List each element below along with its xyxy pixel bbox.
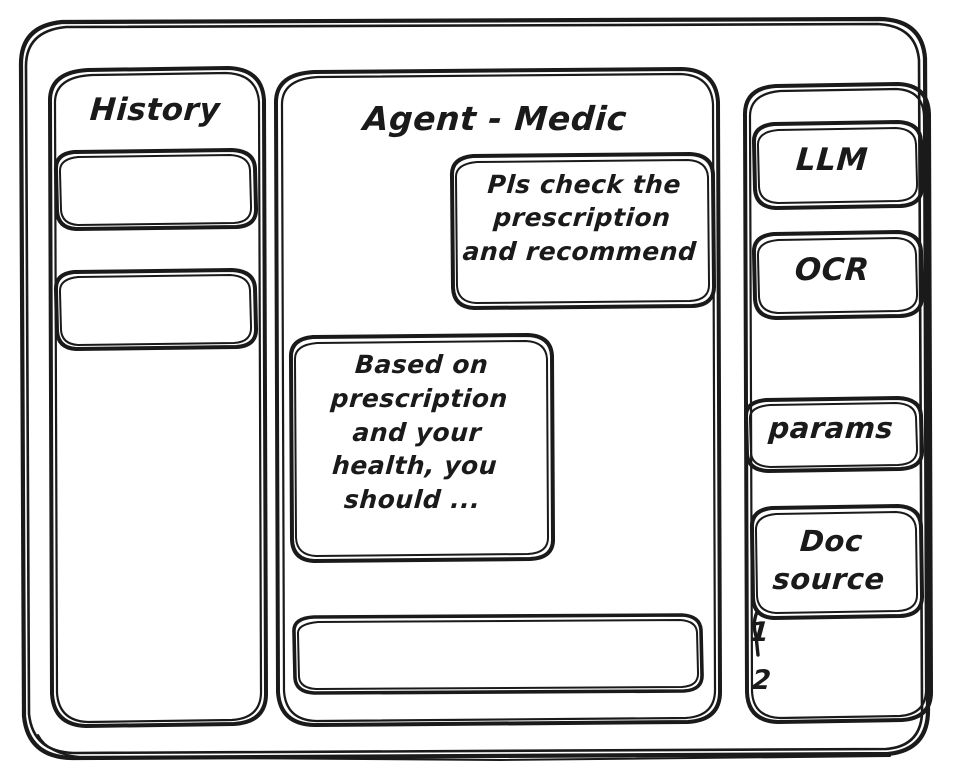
doc-source-item-2[interactable]: 2 bbox=[750, 665, 773, 696]
tool-card-ocr[interactable] bbox=[753, 233, 923, 319]
doc-source-connector bbox=[752, 610, 760, 657]
window-frame-outline bbox=[18, 16, 931, 761]
tool-card-doc-source[interactable] bbox=[751, 507, 923, 619]
history-item-1[interactable] bbox=[56, 152, 256, 230]
assistant-message-bubble-outline bbox=[288, 333, 556, 563]
history-item-2[interactable] bbox=[56, 272, 256, 350]
composer-input-outline bbox=[292, 613, 704, 695]
tool-card-ocr-outline bbox=[751, 230, 925, 320]
doc-source-item-1[interactable]: 1 bbox=[748, 617, 771, 648]
user-message-bubble-outline bbox=[449, 152, 717, 310]
tool-card-params-outline bbox=[743, 396, 925, 473]
assistant-message-bubble bbox=[290, 336, 554, 562]
user-message-bubble bbox=[452, 155, 714, 309]
agent-panel-outline bbox=[273, 67, 723, 727]
composer-input[interactable] bbox=[293, 616, 703, 694]
tool-card-llm-outline bbox=[751, 120, 925, 210]
tool-card-params[interactable] bbox=[745, 399, 923, 472]
history-item-2-outline bbox=[53, 268, 259, 351]
tool-card-llm[interactable] bbox=[753, 123, 923, 209]
history-panel-outline bbox=[47, 66, 269, 728]
page-title: Agent - Medic bbox=[361, 99, 629, 138]
history-panel-title: History bbox=[88, 92, 222, 128]
tool-card-doc-source-outline bbox=[749, 504, 925, 620]
tools-panel-outline bbox=[742, 82, 934, 724]
history-item-1-outline bbox=[53, 148, 259, 231]
